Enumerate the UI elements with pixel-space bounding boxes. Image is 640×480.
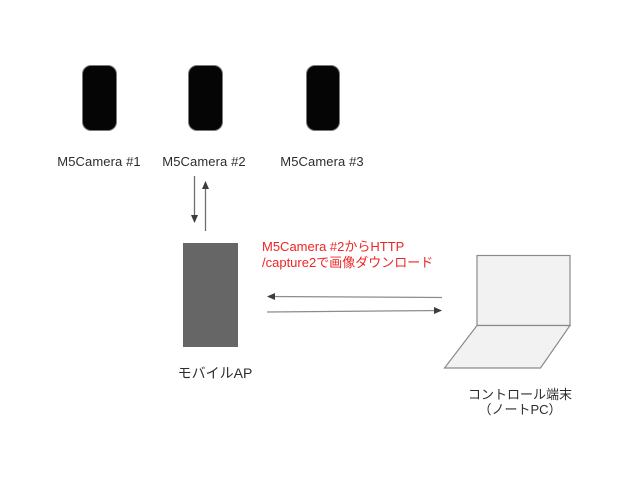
control-terminal-label-line2: （ノートPC）	[478, 402, 562, 417]
camera1-shape	[82, 65, 117, 131]
laptop-keyboard-shape	[443, 324, 572, 369]
camera3-label: M5Camera #3	[280, 154, 364, 169]
camera2-label: M5Camera #2	[162, 154, 246, 169]
control-terminal-label-line1: コントロール端末	[467, 387, 572, 402]
http-download-annotation: M5Camera #2からHTTP /capture2で画像ダウンロード	[262, 239, 433, 271]
camera3-shape	[306, 65, 340, 131]
terminal-to-ap-left-arrow	[267, 293, 443, 301]
ap-to-terminal-right-arrow	[266, 307, 442, 315]
laptop-screen-shape	[476, 254, 571, 327]
annotation-line2: /capture2で画像ダウンロード	[262, 255, 434, 270]
control-terminal-label: コントロール端末 （ノートPC）	[450, 387, 590, 417]
mobile-ap-label: モバイルAP	[177, 365, 253, 381]
camera1-label: M5Camera #1	[57, 154, 141, 169]
annotation-line1: M5Camera #2からHTTP	[262, 239, 405, 254]
camera2-shape	[188, 65, 223, 131]
mobile-ap-shape	[183, 243, 238, 347]
